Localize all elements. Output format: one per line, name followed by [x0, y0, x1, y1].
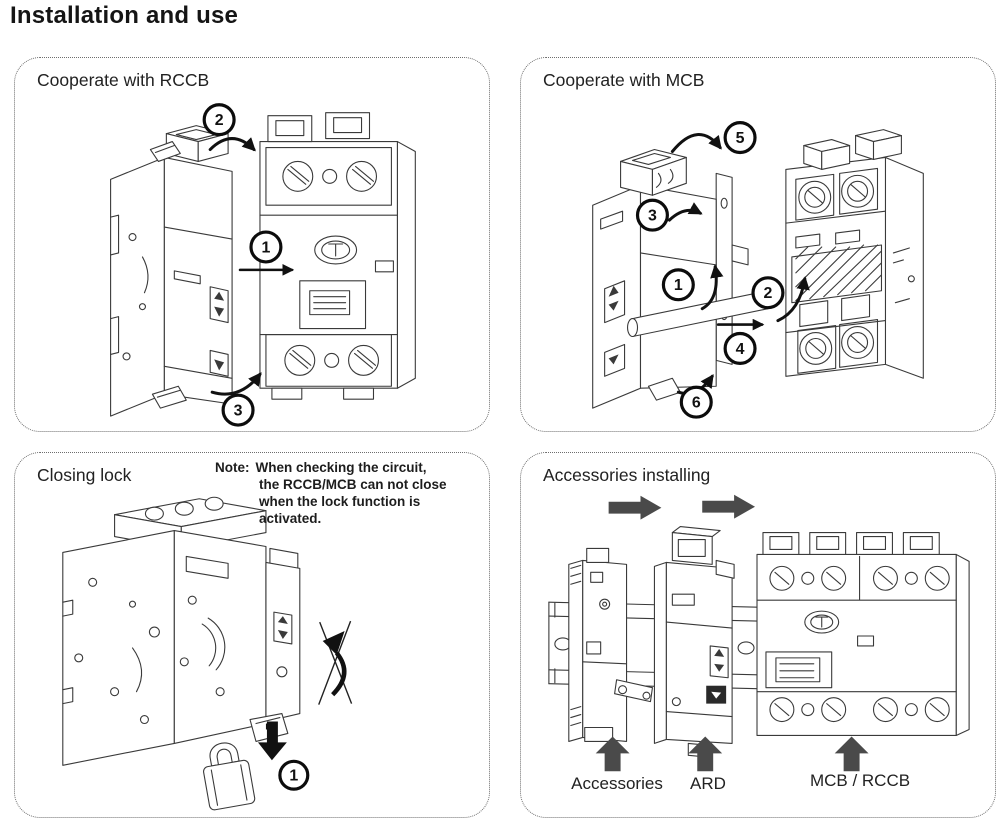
panel-title-accessories: Accessories installing: [543, 465, 711, 485]
panel-title-closing-lock: Closing lock: [37, 465, 132, 485]
prohibited-close-icon: [318, 620, 353, 705]
step-marker-3: 3: [635, 198, 669, 232]
svg-text:1: 1: [674, 277, 683, 294]
note-line-1: When checking the circuit,: [255, 460, 427, 475]
panel-title-rccb: Cooperate with RCCB: [37, 70, 210, 90]
step-marker-3: 3: [221, 393, 255, 427]
up-arrow-icon: [688, 736, 723, 772]
ard-device-drawing: [653, 526, 735, 758]
note-line-2: the RCCB/MCB can not close: [259, 477, 447, 492]
down-arrow-icon: [257, 721, 287, 761]
svg-text:2: 2: [764, 285, 773, 302]
mcb-rccb-label: MCB / RCCB: [809, 771, 911, 790]
step-marker-6: 6: [679, 385, 713, 419]
closing-lock-illustration: 1: [62, 496, 353, 811]
top-jaws: [762, 532, 940, 555]
accessories-install-illustration: [548, 494, 970, 772]
page-title: Installation and use: [10, 2, 239, 29]
panel-title-mcb: Cooperate with MCB: [543, 70, 705, 90]
curved-arrow-step3-icon: [210, 372, 262, 396]
curved-arrow-step5-icon: [670, 133, 722, 153]
up-arrow-icon: [595, 736, 630, 772]
rccb-device-drawing: [259, 112, 416, 400]
accessory-device-drawing: [568, 547, 653, 742]
step-marker-5: 5: [723, 121, 757, 155]
toggle-hatching: [795, 244, 883, 302]
step-marker-1: 1: [278, 759, 310, 791]
step-marker-2: 2: [202, 103, 236, 137]
curved-arrow-step2-icon: [208, 137, 256, 152]
rccb-install-illustration: 2 1 3: [110, 103, 416, 427]
locked-breaker-drawing: [62, 496, 301, 766]
panel-closing-lock: Closing lock Note: When checking the cir…: [14, 452, 490, 818]
curved-arrow-step2-icon: [776, 276, 810, 323]
svg-text:2: 2: [215, 112, 224, 129]
panel-cooperate-mcb: Cooperate with MCB: [520, 57, 996, 432]
step-marker-1: 1: [249, 230, 283, 264]
note-label: Note:: [215, 460, 250, 475]
panel-accessories-installing: Accessories installing: [520, 452, 996, 818]
svg-text:3: 3: [648, 208, 657, 225]
svg-text:3: 3: [234, 403, 243, 420]
curved-arrow-step3-icon: [667, 202, 703, 222]
panel-cooperate-rccb: Cooperate with RCCB: [14, 57, 490, 432]
ard-module-drawing: [110, 125, 233, 417]
closing-lock-note: Note: When checking the circuit, the RCC…: [215, 459, 477, 527]
padlock-icon: [203, 742, 256, 811]
up-arrow-icon: [834, 736, 869, 772]
mcb-install-illustration: 5 3 1 2 4 6: [592, 121, 924, 419]
svg-text:6: 6: [692, 395, 701, 412]
svg-text:1: 1: [262, 239, 271, 256]
note-line-4: activated.: [259, 511, 322, 526]
right-arrow-icon: [608, 495, 662, 520]
step-marker-1: 1: [661, 268, 695, 302]
right-arrow-icon: [702, 494, 756, 519]
mcb-device-drawing: [785, 129, 924, 379]
svg-text:5: 5: [736, 130, 745, 147]
ard-label: ARD: [690, 774, 726, 793]
step-marker-2: 2: [751, 276, 785, 310]
accessories-label: Accessories: [571, 774, 663, 793]
step-marker-4: 4: [723, 331, 757, 365]
svg-text:1: 1: [289, 768, 298, 785]
svg-text:4: 4: [736, 341, 745, 358]
note-line-3: when the lock function is: [259, 494, 421, 509]
curved-arrow-step1-icon: [700, 264, 724, 311]
mcb-rccb-device-drawing: [756, 532, 970, 736]
